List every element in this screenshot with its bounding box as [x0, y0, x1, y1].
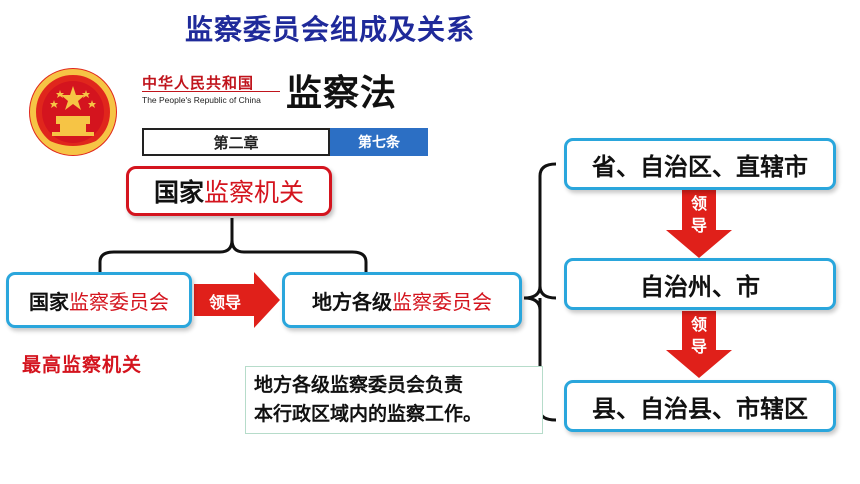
node-national-commission: 国家监察委员会 — [6, 272, 192, 328]
page-title: 监察委员会组成及关系 — [184, 13, 475, 46]
note-line-1: 地方各级监察委员会负责 — [254, 374, 464, 396]
node-province-level: 省、自治区、直辖市 — [564, 138, 836, 190]
node-national-commission-highlight: 监察委员会 — [69, 289, 169, 314]
lead-arrow-horizontal-label: 领导 — [208, 293, 241, 312]
law-country-cn: 中华人民共和国 — [142, 74, 255, 92]
article-label: 第七条 — [330, 128, 428, 156]
node-county-level: 县、自治县、市辖区 — [564, 380, 836, 432]
lead-arrow-down-1-top: 领 — [690, 194, 707, 213]
law-name: 监察法 — [286, 73, 398, 114]
node-national-commission-prefix: 国家 — [29, 289, 69, 314]
lead-arrow-down-2 — [666, 311, 732, 378]
lead-arrow-horizontal — [194, 272, 280, 328]
law-country-en: The People's Republic of China — [142, 95, 261, 105]
lead-arrow-down-2-bottom: 导 — [690, 337, 707, 356]
note-box: 地方各级监察委员会负责 本行政区域内的监察工作。 — [245, 366, 543, 434]
lead-arrow-down-1 — [666, 190, 732, 258]
node-local-commission-prefix: 地方各级 — [312, 289, 392, 314]
node-local-commission-highlight: 监察委员会 — [392, 289, 492, 314]
note-line-2: 本行政区域内的监察工作。 — [254, 403, 483, 425]
law-divider — [142, 91, 280, 92]
node-national-organ-highlight: 监察机关 — [204, 178, 305, 207]
chapter-label: 第二章 — [142, 128, 330, 156]
lead-arrow-down-2-top: 领 — [690, 315, 707, 334]
supreme-organ-label: 最高监察机关 — [22, 354, 143, 376]
node-national-organ-prefix: 国家 — [153, 178, 204, 207]
node-national-supervisory-organ: 国家监察机关 — [126, 166, 332, 216]
node-local-commission: 地方各级监察委员会 — [282, 272, 522, 328]
national-emblem-icon — [29, 68, 117, 156]
lead-arrow-down-1-bottom: 导 — [690, 216, 707, 235]
node-prefecture-level: 自治州、市 — [564, 258, 836, 310]
